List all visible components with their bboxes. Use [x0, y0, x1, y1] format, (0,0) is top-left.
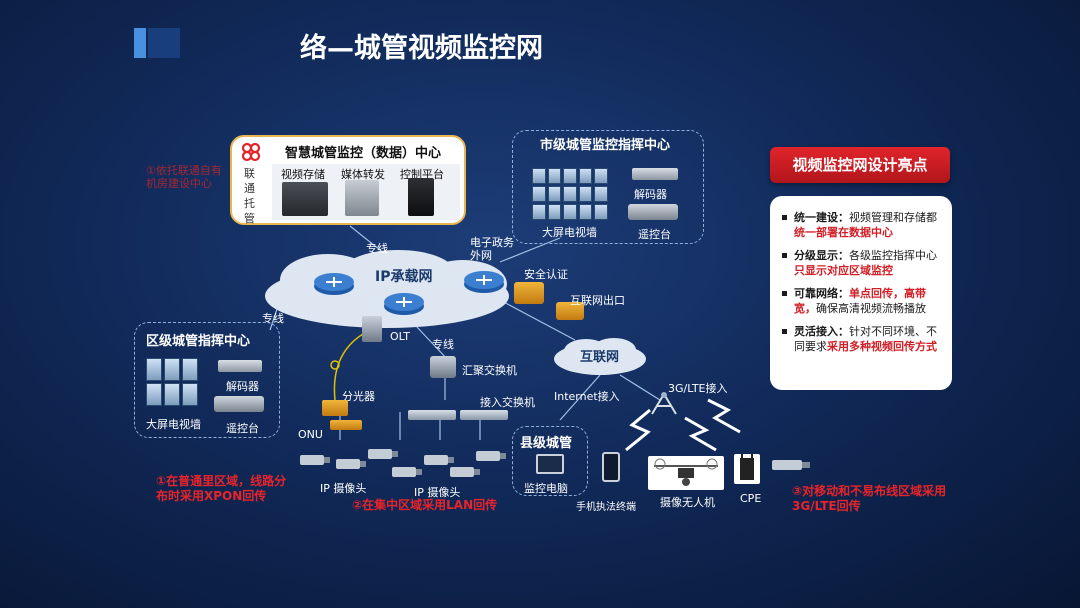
firewall-icon — [514, 282, 544, 304]
internet-access-label: Internet接入 — [554, 388, 620, 404]
ip-camera-icon — [336, 456, 366, 475]
design-highlights-button[interactable]: 视频监控网设计亮点 — [770, 147, 950, 183]
splitter-icon — [322, 400, 348, 416]
city-console-label: 遥控台 — [638, 226, 671, 242]
mobile-terminal-icon — [602, 452, 620, 482]
egov-label: 电子政务外网 — [470, 236, 520, 262]
cpe-label: CPE — [740, 492, 761, 505]
outdoor-camera-icon — [772, 456, 812, 480]
district-console-label: 遥控台 — [226, 420, 259, 436]
internet-label: 互联网 — [580, 346, 619, 365]
storage-server-icon — [282, 182, 328, 216]
private-line-label: 专线 — [432, 336, 454, 352]
access-switch-icon — [460, 410, 508, 420]
cpe-icon — [734, 454, 760, 484]
monitor-pc-icon — [536, 454, 564, 474]
unicom-logo-icon — [240, 141, 262, 163]
ip-camera-icon — [368, 446, 398, 465]
district-center-title: 区级城管指挥中心 — [146, 330, 250, 349]
highlight-item: 灵活接入：针对不同环境、不同要求采用多种视频回传方式 — [794, 324, 940, 354]
district-video-wall-label: 大屏电视墙 — [146, 416, 201, 432]
aggregation-switch-label: 汇聚交换机 — [462, 362, 517, 378]
unicom-hosting-label: 联通托管 — [244, 166, 256, 226]
router-icon — [382, 292, 426, 320]
city-center-title: 市级城管监控指挥中心 — [540, 138, 680, 154]
ip-camera-icon — [476, 448, 506, 467]
control-server-icon — [408, 178, 434, 216]
cell-tower-icon — [644, 392, 684, 420]
city-video-wall-label: 大屏电视墙 — [542, 224, 597, 240]
highlight-item: 统一建设：视频管理和存储都统一部署在数据中心 — [794, 210, 940, 240]
city-console-icon — [628, 204, 678, 220]
router-icon — [462, 270, 506, 298]
city-decoder-icon — [632, 168, 678, 180]
county-title: 县级城管 — [520, 432, 572, 451]
monitor-pc-label: 监控电脑 — [524, 480, 568, 496]
private-line-label: 专线 — [366, 240, 388, 256]
drone-icon — [648, 456, 724, 490]
olt-icon — [362, 316, 382, 342]
security-auth-label: 安全认证 — [524, 266, 568, 282]
ip-camera-icon — [392, 464, 422, 483]
ip-network-label: IP承载网 — [375, 266, 432, 286]
aggregation-switch-icon — [430, 356, 456, 378]
access-switch-label: 接入交换机 — [480, 394, 535, 410]
lan-note: ②在集中区域采用LAN回传 — [352, 498, 508, 513]
olt-label: OLT — [390, 330, 410, 343]
media-server-icon — [345, 180, 379, 216]
onu-icon — [330, 420, 362, 430]
highlight-item: 可靠网络：单点回传，高带宽，确保高清视频流畅播放 — [794, 286, 940, 316]
mobile-terminal-label: 手机执法终端 — [576, 498, 636, 513]
data-center-note: ①依托联通自有机房建设中心 — [146, 164, 228, 190]
internet-exit-label: 互联网出口 — [570, 292, 625, 308]
city-video-wall-icon — [532, 168, 608, 220]
equipment-label-storage: 视频存储 — [281, 166, 325, 182]
router-icon — [312, 272, 356, 300]
data-center-title: 智慧城管监控（数据）中心 — [285, 142, 441, 161]
highlight-item: 分级显示：各级监控指挥中心只显示对应区域监控 — [794, 248, 940, 278]
access-switch-icon — [408, 410, 456, 420]
design-highlights-card: 统一建设：视频管理和存储都统一部署在数据中心 分级显示：各级监控指挥中心只显示对… — [770, 196, 952, 390]
lte-note: ③对移动和不易布线区域采用3G/LTE回传 — [792, 484, 948, 514]
ip-camera-icon — [300, 452, 330, 471]
ip-camera-label: IP 摄像头 — [320, 480, 366, 496]
city-decoder-label: 解码器 — [634, 186, 667, 202]
district-console-icon — [214, 396, 264, 412]
drone-label: 摄像无人机 — [660, 494, 715, 510]
district-decoder-icon — [218, 360, 262, 372]
district-decoder-label: 解码器 — [226, 378, 259, 394]
onu-label: ONU — [298, 428, 323, 441]
district-video-wall-icon — [146, 358, 198, 406]
xpon-note: ①在普通里区域，线路分布时采用XPON回传 — [156, 474, 296, 504]
